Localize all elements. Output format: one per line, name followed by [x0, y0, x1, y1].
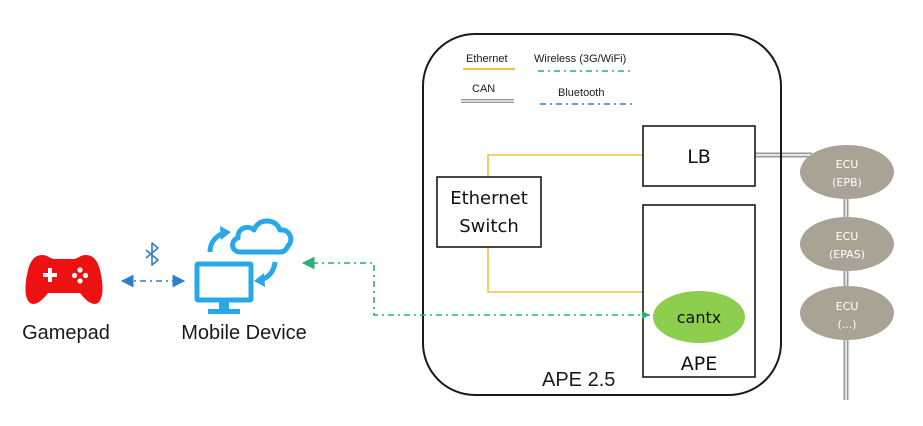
ecu-epb-line2: (EPB) [832, 176, 862, 189]
wireless-link [301, 256, 650, 316]
ecu-other: ECU (...) [800, 286, 894, 340]
computer-cloud-sync-icon [194, 218, 294, 314]
ape25-label: APE 2.5 [542, 369, 615, 391]
lb-box [642, 125, 756, 187]
legend-can-label: CAN [472, 83, 495, 95]
ethernet-switch-label-line2: Switch [459, 216, 519, 237]
gamepad-label: Gamepad [22, 322, 110, 344]
ecu-epb: ECU (EPB) [800, 145, 894, 199]
legend-ethernet-label: Ethernet [466, 53, 508, 65]
ape25-enclosure [422, 33, 782, 396]
legend-wireless-label: Wireless (3G/WiFi) [534, 53, 626, 65]
lb-label: LB [687, 146, 711, 168]
ecu-other-line2: (...) [837, 318, 856, 331]
ethernet-switch-label-line1: Ethernet [450, 188, 528, 209]
ethernet-link-switch-ape [487, 247, 643, 293]
ecu-epas-line2: (EPAS) [829, 248, 865, 261]
legend-bluetooth-label: Bluetooth [558, 87, 604, 99]
ecu-epas-line1: ECU [836, 230, 859, 243]
cantx-node [653, 291, 745, 343]
legend: Ethernet Wireless (3G/WiFi) CAN Bluetoot… [461, 53, 632, 105]
ecu-other-line1: ECU [836, 300, 859, 313]
bluetooth-icon [145, 242, 159, 266]
mobile-device-label: Mobile Device [181, 322, 307, 344]
ethernet-switch-box [436, 176, 542, 248]
ape-label: APE [681, 353, 717, 375]
ethernet-link-switch-lb [487, 154, 643, 177]
ecu-epb-line1: ECU [836, 158, 859, 171]
gamepad-icon [25, 255, 103, 304]
cantx-label: cantx [677, 308, 721, 327]
ecu-epas: ECU (EPAS) [800, 217, 894, 271]
